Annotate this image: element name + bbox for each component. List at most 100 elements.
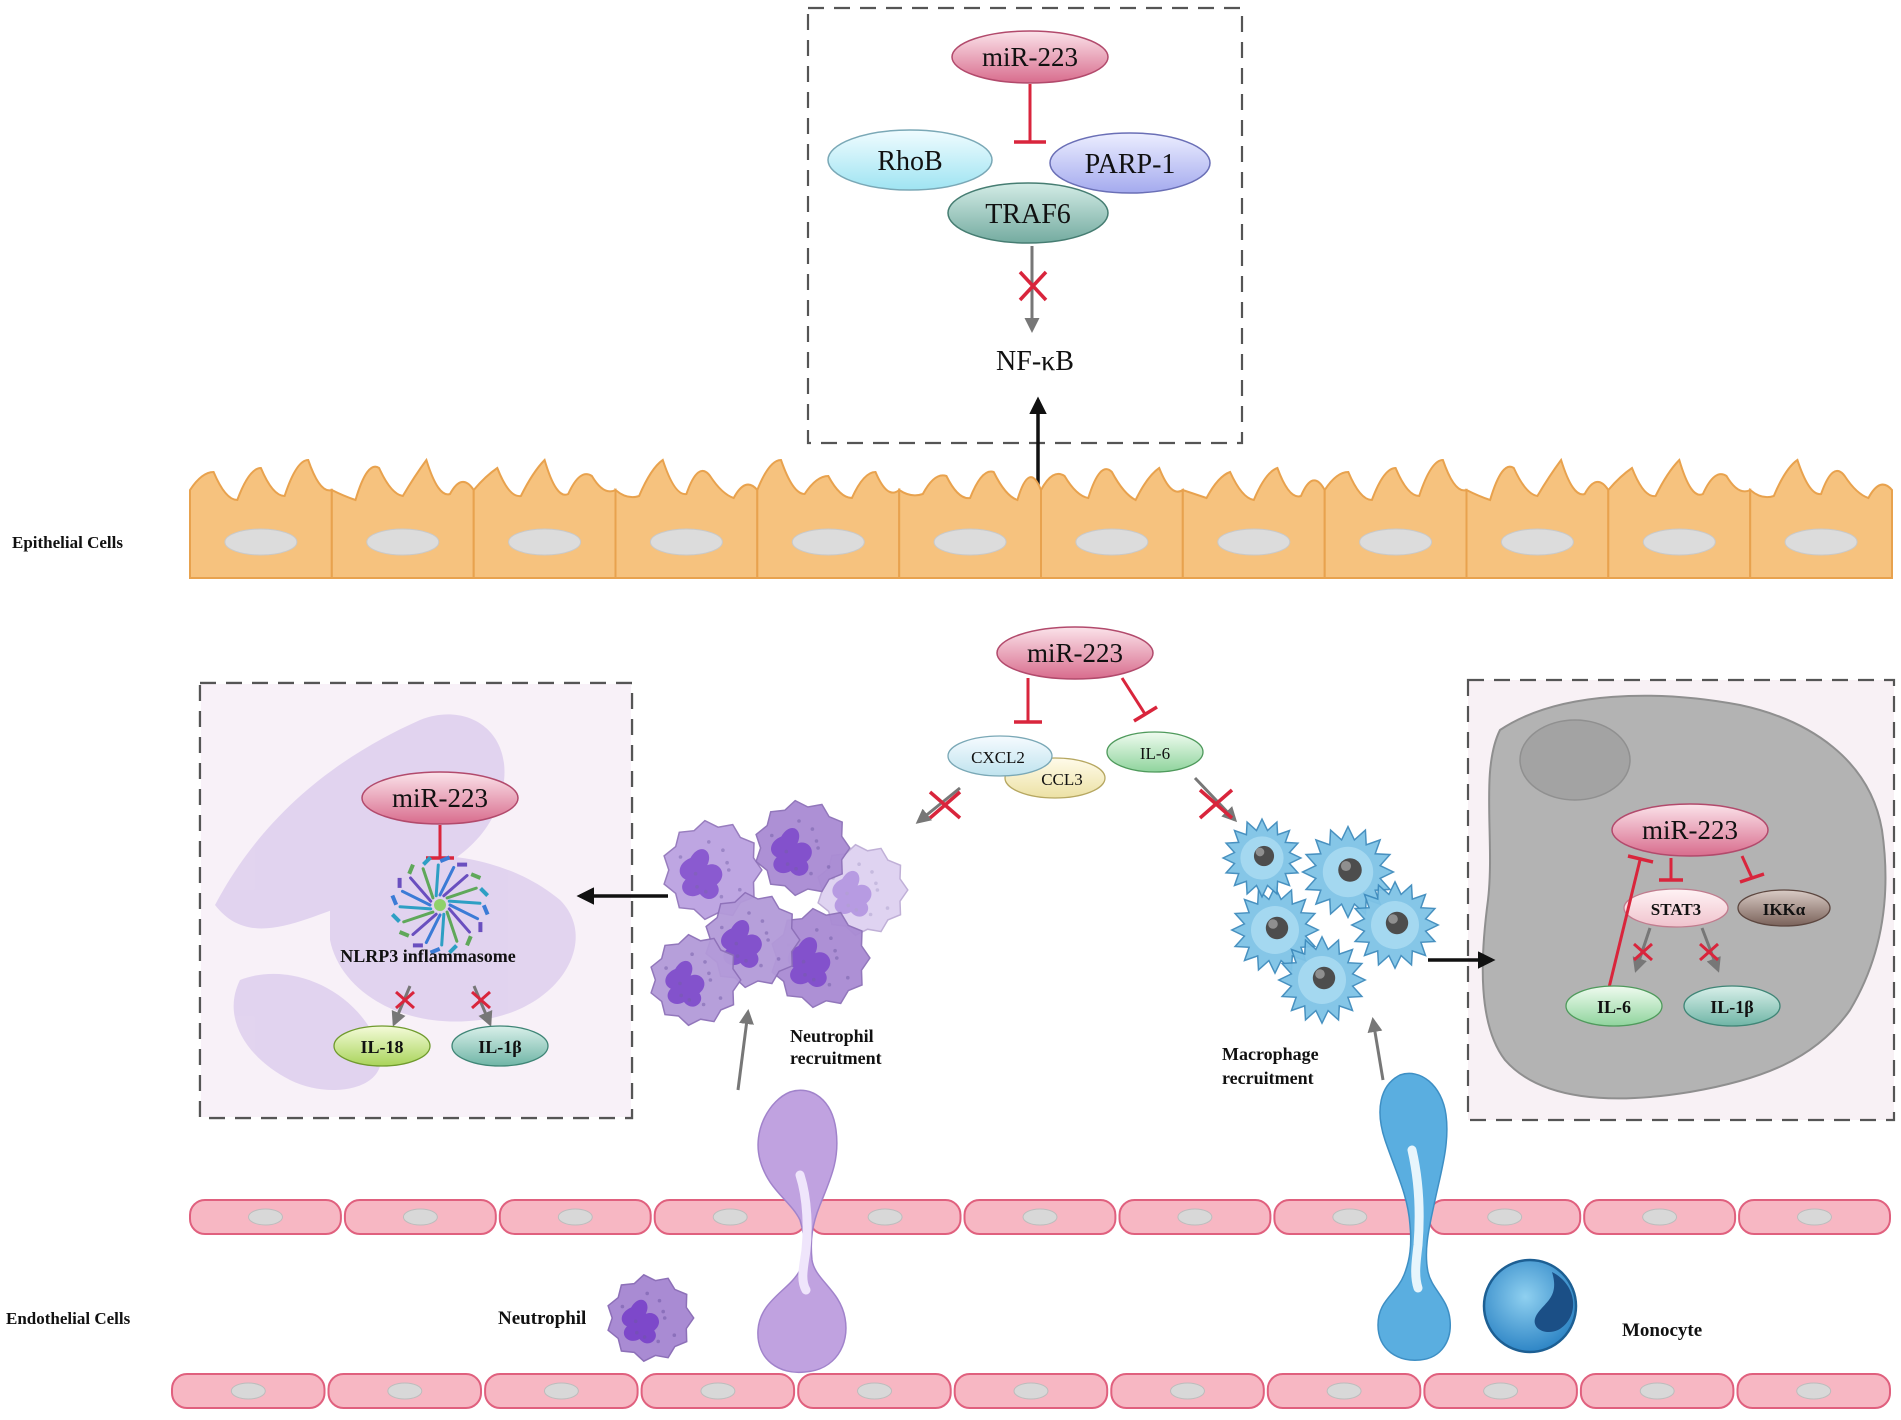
neutrophil-recruitment-arrow bbox=[736, 1009, 754, 1091]
stat3-to-il1b-arrow bbox=[1700, 927, 1721, 973]
endothelial-nucleus bbox=[1326, 1382, 1362, 1400]
right-il6-label: IL-6 bbox=[1597, 997, 1631, 1017]
macrophage-cell bbox=[1300, 824, 1396, 920]
endothelial-nucleus bbox=[1797, 1208, 1832, 1226]
neutrophil-cell bbox=[650, 933, 742, 1027]
stat3-to-il6-arrow bbox=[1632, 927, 1652, 973]
endothelial-layer-top bbox=[189, 1199, 1891, 1235]
il6-feedback-inhibit-bar bbox=[1627, 854, 1654, 864]
right-il1b-node bbox=[1683, 985, 1781, 1027]
monocyte-cell bbox=[1482, 1258, 1578, 1354]
endothelial-layer-bottom bbox=[171, 1373, 1891, 1409]
endothelial-nucleus bbox=[1487, 1208, 1523, 1226]
transmigrating-neutrophil bbox=[757, 1089, 847, 1374]
neutrophil-cell bbox=[607, 1273, 695, 1363]
epithelial-cells-label: Epithelial Cells bbox=[12, 533, 123, 552]
endothelial-nucleus bbox=[1642, 1208, 1678, 1226]
epithelial-cell bbox=[330, 457, 475, 579]
left-mir223-node bbox=[361, 771, 519, 825]
epithelial-nucleus bbox=[1500, 528, 1574, 556]
rhob-node bbox=[827, 129, 993, 191]
endothelial-cells-label: Endothelial Cells bbox=[6, 1309, 131, 1328]
stat3-label: STAT3 bbox=[1651, 900, 1701, 919]
epithelial-cell bbox=[1749, 458, 1893, 579]
stat3-node bbox=[1623, 888, 1729, 928]
epithelial-cell bbox=[189, 458, 333, 579]
left-mir223-label: miR-223 bbox=[392, 783, 488, 813]
macrophage-cell bbox=[1350, 880, 1440, 970]
epithelial-cell bbox=[614, 458, 759, 579]
chemokine-block-x-icon bbox=[928, 790, 962, 820]
ccl3-label: CCL3 bbox=[1041, 770, 1083, 789]
epithelial-nucleus bbox=[1075, 528, 1149, 556]
epithelial-cell bbox=[1465, 457, 1610, 579]
right-inhibit-ikka-line bbox=[1740, 855, 1754, 879]
epithelial-cell bbox=[898, 470, 1042, 579]
endothelial-nucleus bbox=[712, 1208, 748, 1226]
endothelial-nucleus bbox=[867, 1208, 903, 1226]
epithelial-cell bbox=[1607, 458, 1752, 579]
endothelial-nucleus bbox=[1332, 1208, 1368, 1226]
top-mir223-label: miR-223 bbox=[982, 42, 1078, 72]
nlrp3-to-il1b-arrow bbox=[472, 985, 493, 1027]
endothelial-nucleus bbox=[857, 1382, 892, 1400]
nlrp3-label: NLRP3 inflammasome bbox=[340, 946, 515, 966]
top-dashed-box bbox=[806, 6, 1244, 445]
monocyte-label: Monocyte bbox=[1622, 1320, 1702, 1341]
endothelial-nucleus bbox=[1170, 1382, 1205, 1400]
traf6-label: TRAF6 bbox=[985, 199, 1071, 230]
parp1-node bbox=[1049, 132, 1211, 194]
rhob-label: RhoB bbox=[877, 146, 942, 177]
epithelial-cell bbox=[1181, 466, 1326, 579]
macrophage-cell bbox=[1277, 935, 1367, 1025]
center-inhibit-il6-bar bbox=[1133, 705, 1158, 723]
transmigrating-monocyte bbox=[1377, 1072, 1451, 1361]
endothelial-nucleus bbox=[557, 1208, 593, 1226]
epithelial-cell bbox=[756, 458, 901, 579]
right-inhibit-ikka-bar bbox=[1739, 872, 1765, 884]
center-mir223-label: miR-223 bbox=[1027, 638, 1123, 668]
endothelial-nucleus bbox=[230, 1382, 266, 1400]
neutrophil-recruitment-label-1: Neutrophil bbox=[790, 1026, 874, 1046]
endothelial-nucleus bbox=[248, 1208, 283, 1226]
center-inhibit-il6-line bbox=[1120, 677, 1147, 715]
endothelial-nucleus bbox=[1639, 1382, 1675, 1400]
macrophage-cell bbox=[1221, 817, 1303, 899]
neutrophil-cluster bbox=[650, 799, 909, 1027]
endothelial-nucleus bbox=[700, 1382, 736, 1400]
epithelial-layer bbox=[189, 457, 1893, 579]
epithelial-nucleus bbox=[791, 528, 865, 556]
endothelial-nucleus bbox=[387, 1382, 423, 1400]
left-il1b-node bbox=[451, 1025, 549, 1067]
center-mir223-node bbox=[996, 626, 1154, 680]
epithelial-nucleus bbox=[508, 528, 582, 556]
right-il6-node bbox=[1565, 985, 1663, 1027]
epithelial-nucleus bbox=[1784, 528, 1858, 556]
nlrp3-inflammasome-icon bbox=[390, 855, 490, 955]
epithelial-nucleus bbox=[1359, 528, 1433, 556]
macrophage-nucleus bbox=[1519, 719, 1631, 801]
center-il6-node bbox=[1106, 731, 1204, 773]
endothelial-nucleus bbox=[1177, 1208, 1213, 1226]
right-il1b-block-x-icon bbox=[1699, 942, 1719, 962]
endothelial-nucleus bbox=[543, 1382, 579, 1400]
neutrophil-cell bbox=[755, 799, 851, 897]
left-il1b-label: IL-1β bbox=[478, 1037, 522, 1057]
cxcl2-node bbox=[947, 735, 1053, 777]
chemokine-to-neutrophil-arrow bbox=[915, 786, 961, 824]
traf6-node bbox=[947, 182, 1109, 244]
il6-feedback-inhibit-line bbox=[1604, 859, 1642, 1001]
il1b-block-x-icon bbox=[471, 990, 491, 1010]
neutrophil-cell bbox=[663, 819, 763, 921]
endothelial-nucleus bbox=[1022, 1208, 1058, 1226]
il18-label: IL-18 bbox=[360, 1037, 403, 1057]
neutrophil-label: Neutrophil bbox=[498, 1308, 586, 1329]
parp1-label: PARP-1 bbox=[1085, 149, 1176, 180]
top-block-x-icon bbox=[1018, 270, 1048, 302]
epithelial-nucleus bbox=[1642, 528, 1716, 556]
macrophage-cluster bbox=[1221, 817, 1440, 1025]
macrophage-recruitment-label-1: Macrophage bbox=[1222, 1044, 1319, 1064]
right-il1b-label: IL-1β bbox=[1710, 997, 1754, 1017]
endothelial-nucleus bbox=[402, 1208, 438, 1226]
macrophage-recruitment-label-2: recruitment bbox=[1222, 1068, 1314, 1088]
